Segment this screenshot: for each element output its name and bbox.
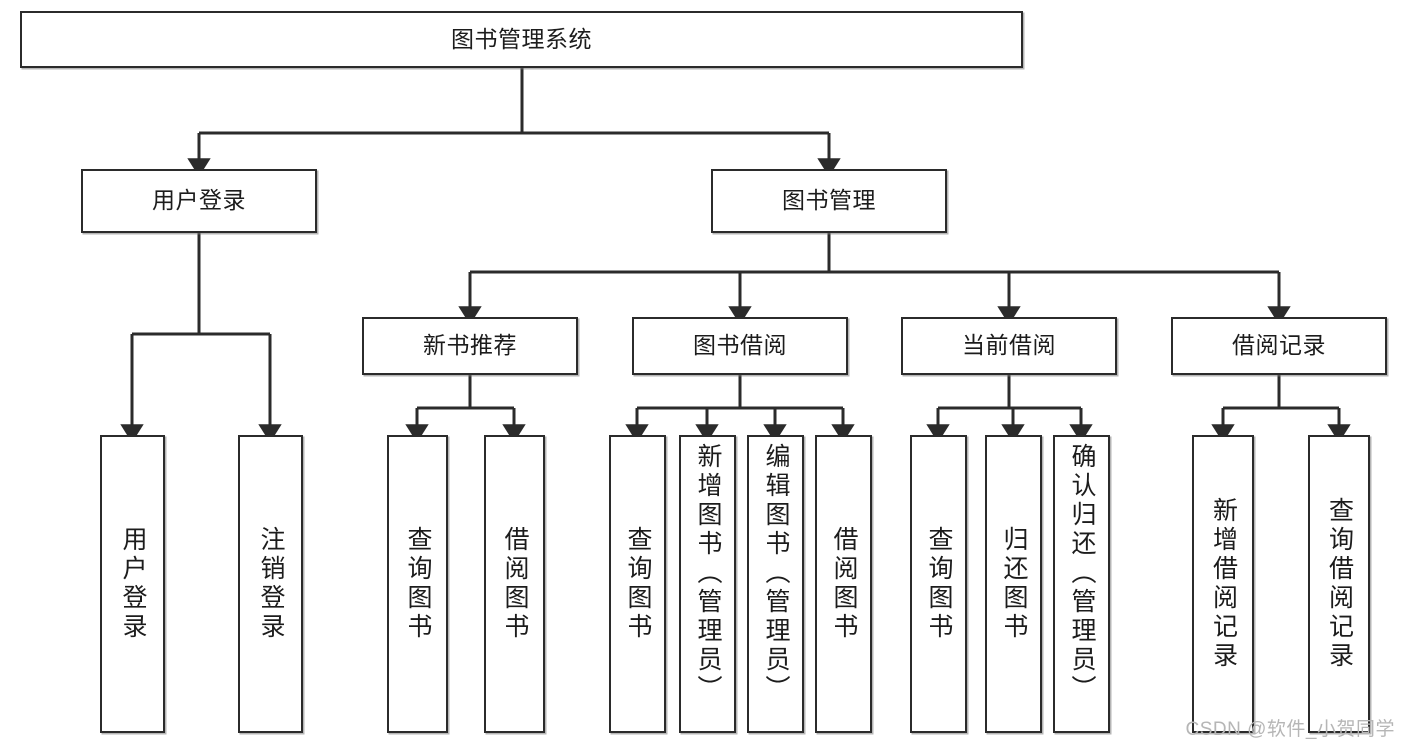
node-label: 确认归还（管理员） [1068,443,1096,704]
node-current-borrow[interactable]: 当前借阅 [901,317,1117,375]
node-label: 借阅记录 [1232,332,1326,359]
node-leaf-confirm-return-admin[interactable]: 确认归还（管理员） [1053,435,1110,733]
node-leaf-logout-login[interactable]: 注销登录 [238,435,303,733]
node-book-borrow[interactable]: 图书借阅 [632,317,848,375]
node-borrow-record[interactable]: 借阅记录 [1171,317,1387,375]
node-label: 查询借阅记录 [1325,497,1354,671]
node-leaf-return-book[interactable]: 归还图书 [985,435,1042,733]
node-label: 新书推荐 [423,332,517,359]
node-label: 新增图书（管理员） [694,443,722,704]
node-label: 查询图书 [624,526,652,642]
node-label: 用户登录 [152,187,246,214]
node-leaf-user-login[interactable]: 用户登录 [100,435,165,733]
node-label: 用户登录 [119,526,147,642]
node-label: 当前借阅 [962,332,1056,359]
node-leaf-edit-book-admin[interactable]: 编辑图书（管理员） [747,435,804,733]
node-label: 借阅图书 [501,526,529,642]
node-label: 图书管理 [782,187,876,214]
node-label: 归还图书 [1000,526,1028,642]
csdn-watermark: CSDN @软件_小贺同学 [1185,719,1395,740]
node-label: 编辑图书（管理员） [762,443,790,704]
node-leaf-add-book-admin[interactable]: 新增图书（管理员） [679,435,736,733]
node-label: 借阅图书 [830,526,858,642]
node-leaf-borrow-book-1[interactable]: 借阅图书 [484,435,545,733]
node-user-login[interactable]: 用户登录 [81,169,317,233]
node-label: 图书管理系统 [451,25,592,52]
node-label: 查询图书 [404,526,432,642]
node-leaf-add-borrow-record[interactable]: 新增借阅记录 [1192,435,1254,733]
node-label: 新增借阅记录 [1209,497,1238,671]
node-leaf-query-book-1[interactable]: 查询图书 [387,435,448,733]
node-label: 图书借阅 [693,332,787,359]
node-book-management[interactable]: 图书管理 [711,169,947,233]
node-label: 注销登录 [257,526,285,642]
node-new-book-recommend[interactable]: 新书推荐 [362,317,578,375]
node-leaf-borrow-book-2[interactable]: 借阅图书 [815,435,872,733]
node-label: 查询图书 [925,526,953,642]
node-leaf-query-book-2[interactable]: 查询图书 [609,435,666,733]
node-root-system[interactable]: 图书管理系统 [20,11,1023,68]
node-leaf-query-book-3[interactable]: 查询图书 [910,435,967,733]
node-leaf-query-borrow-record[interactable]: 查询借阅记录 [1308,435,1370,733]
